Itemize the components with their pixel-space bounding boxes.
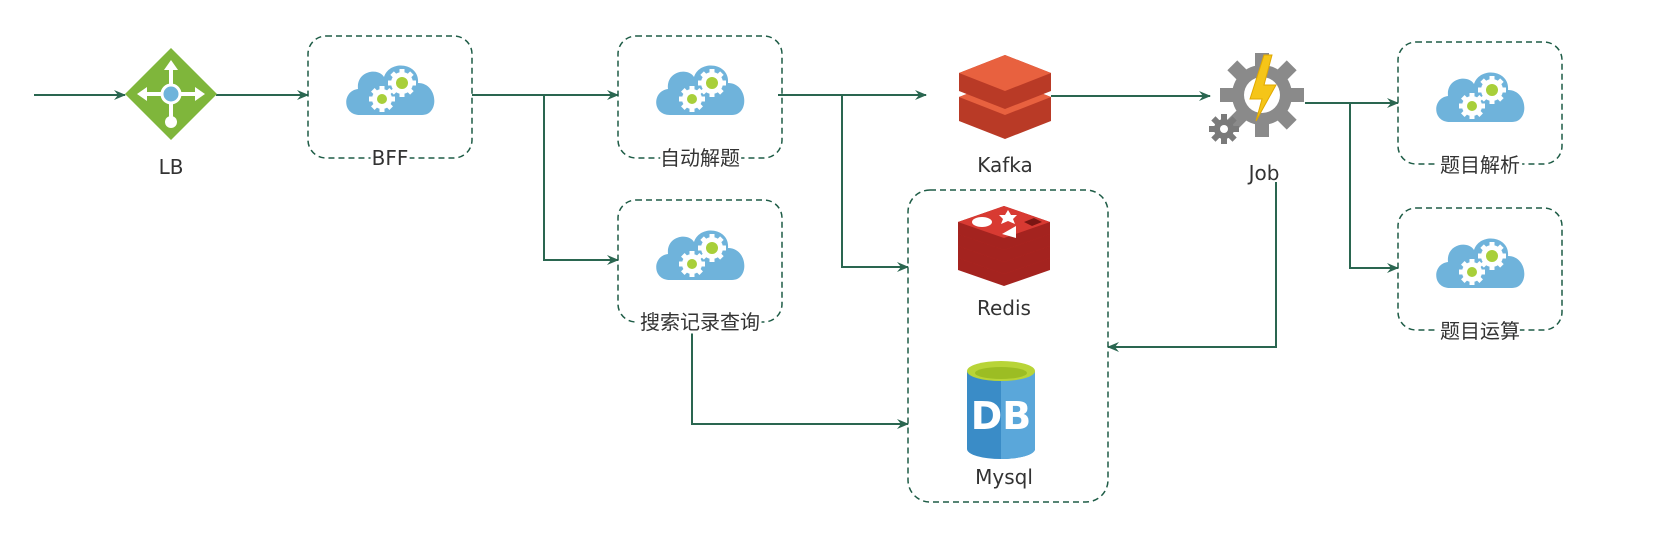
cloud-gear-icon (346, 65, 435, 115)
db-icon-text: DB (971, 394, 1032, 438)
kafka-icon (959, 55, 1051, 139)
cloud-gear-icon (1436, 238, 1525, 288)
search-history-node: 搜索记录查询 (637, 230, 763, 337)
question-calc-node: 题目运算 (1436, 238, 1525, 346)
edge-bff-search-history (543, 95, 619, 265)
cloud-gear-icon (656, 230, 745, 280)
mysql-node: DB Mysql (967, 361, 1035, 489)
redis-node: Redis (958, 206, 1050, 320)
question-parse-label: 题目解析 (1440, 153, 1520, 177)
redis-label: Redis (977, 296, 1031, 320)
auto-solve-node: 自动解题 (656, 65, 745, 173)
auto-solve-label: 自动解题 (660, 146, 740, 170)
kafka-node: Kafka (959, 55, 1051, 177)
bff-label: BFF (372, 146, 409, 170)
bff-node: BFF (346, 65, 435, 173)
load-balancer-icon (125, 48, 217, 140)
edge-job-question-calc (1349, 103, 1399, 273)
job-gear-bolt-icon (1209, 53, 1304, 144)
question-calc-box (1397, 207, 1563, 331)
kafka-label: Kafka (977, 153, 1033, 177)
job-label: Job (1247, 161, 1280, 185)
edge-job-storage (1107, 182, 1277, 352)
mysql-label: Mysql (975, 465, 1033, 489)
lb-label: LB (159, 155, 184, 179)
bff-box (307, 35, 473, 159)
question-parse-node: 题目解析 (1436, 72, 1525, 180)
storage-box (907, 189, 1109, 503)
edge-auto-solve-storage (841, 95, 909, 272)
database-icon: DB (967, 361, 1035, 459)
redis-icon (958, 206, 1050, 286)
auto-solve-box (617, 35, 783, 159)
edge-search-history-storage (691, 318, 909, 429)
search-history-label: 搜索记录查询 (640, 310, 760, 334)
job-node: Job (1209, 53, 1304, 185)
question-calc-label: 题目运算 (1440, 319, 1520, 343)
search-history-box (617, 199, 783, 323)
edges (34, 90, 1399, 429)
question-parse-box (1397, 41, 1563, 165)
cloud-gear-icon (656, 65, 745, 115)
lb-node: LB (125, 48, 217, 179)
cloud-gear-icon (1436, 72, 1525, 122)
